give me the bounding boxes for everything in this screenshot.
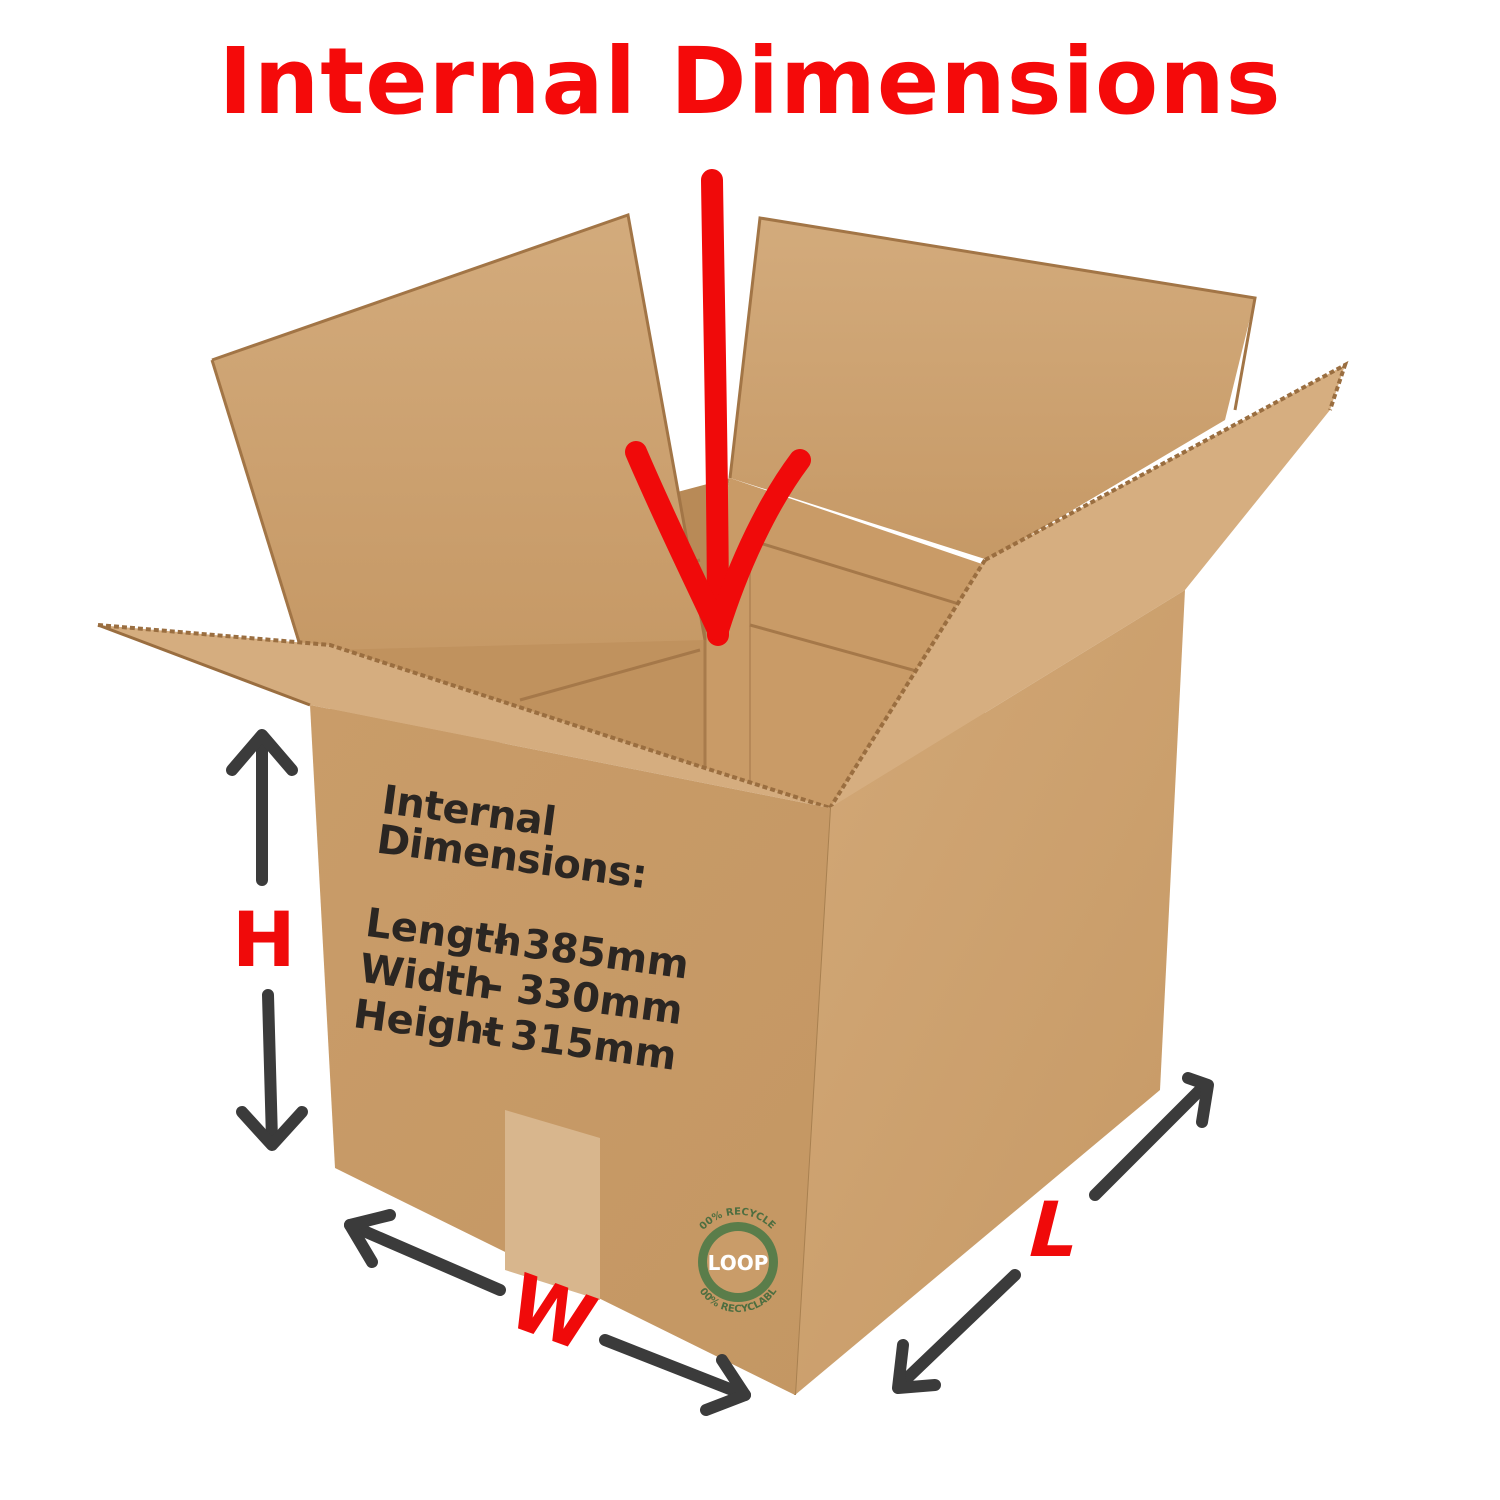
red-down-arrow [625,169,811,646]
length-arrow [892,1072,1214,1394]
page-title: Internal Dimensions [218,28,1282,135]
height-axis-label: H [232,895,296,984]
box-front-face [310,705,830,1395]
tape-strip [505,1110,600,1300]
dimensions-label: Internal Dimensions: Length - 385mm Widt… [350,777,801,1095]
right-side-flap [828,360,1349,810]
badge-center-text: LOOP [708,1251,769,1275]
height-arrow [226,729,308,1151]
front-left-flap [97,623,831,810]
recycle-badge: LOOP 100% RECYCLED 100% RECYCLABLE [697,1207,780,1316]
width-arrow [344,1209,751,1416]
back-right-flap [728,216,1257,560]
back-left-flap [210,213,707,650]
